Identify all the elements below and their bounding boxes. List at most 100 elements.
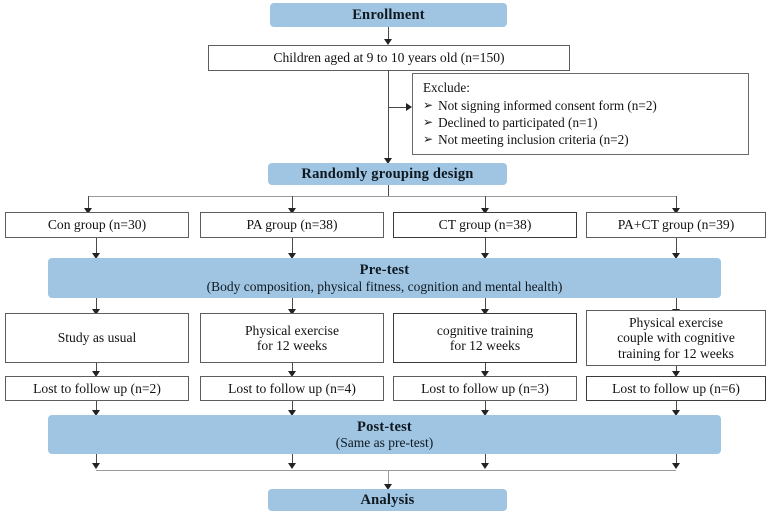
stage-pretest-bar: Pre-test (Body composition, physical fit… — [48, 258, 721, 298]
connector-posttest-to-analysis-bus-1 — [96, 454, 97, 467]
intervention-line: for 12 weeks — [256, 338, 328, 353]
allocation-label: CT group (n=38) — [438, 217, 532, 233]
arrow-group-3-to-pretest — [481, 253, 489, 259]
arrow-posttest-bus-3 — [481, 463, 489, 469]
allocation-label: Con group (n=30) — [47, 217, 147, 233]
connector-intervention-1-to-lost-1 — [96, 363, 97, 373]
posttest-title: Post-test — [357, 418, 412, 435]
connector-pretest-to-intervention-2 — [292, 298, 293, 311]
connector-lost-3-to-posttest — [485, 401, 486, 413]
arrow-bus-to-group-1 — [84, 208, 92, 214]
bullet-arrow-icon: ➢ — [423, 131, 434, 146]
connector-screened-to-exclude — [388, 107, 410, 108]
intervention-line: Study as usual — [57, 330, 137, 346]
box-lost-group-1: Lost to follow up (n=2) — [5, 376, 189, 401]
arrow-posttest-bus-2 — [288, 463, 296, 469]
connector-bus-to-analysis — [388, 470, 389, 487]
box-allocation-group-1: Con group (n=30) — [5, 212, 189, 238]
arrow-bus-to-analysis — [384, 484, 392, 490]
intervention-line: couple with cognitive — [617, 330, 735, 346]
arrow-pretest-to-intervention-1 — [92, 309, 100, 315]
arrow-group-2-to-pretest — [288, 253, 296, 259]
arrow-lost-4-to-posttest — [672, 410, 680, 416]
connector-group-3-to-pretest — [485, 238, 486, 255]
intervention-line: Physical exercise — [245, 322, 339, 338]
connector-intervention-4-to-lost-4 — [676, 366, 677, 374]
box-intervention-group-2: Physical exercise for 12 weeks — [200, 313, 384, 363]
allocation-label: PA+CT group (n=39) — [617, 217, 735, 233]
box-intervention-group-4: Physical exercise couple with cognitive … — [586, 310, 766, 366]
arrow-lost-1-to-posttest — [92, 410, 100, 416]
exclusions-header: Exclude: — [423, 80, 470, 95]
connector-intervention-2-to-lost-2 — [292, 363, 293, 373]
exclusion-item: ➢ Declined to participated (n=1) — [423, 115, 740, 132]
connector-group-1-to-pretest — [96, 238, 97, 255]
arrow-screened-to-exclude — [406, 103, 412, 111]
lost-label: Lost to follow up (n=4) — [228, 380, 356, 396]
arrow-bus-to-group-4 — [672, 208, 680, 214]
connector-pretest-to-intervention-4 — [676, 298, 677, 311]
distribution-bus-allocation — [88, 196, 676, 197]
lost-label: Lost to follow up (n=6) — [612, 380, 740, 396]
box-screened: Children aged at 9 to 10 years old (n=15… — [208, 45, 570, 71]
connector-bus-to-group-2 — [292, 196, 293, 210]
analysis-label: Analysis — [360, 491, 415, 508]
bullet-arrow-icon: ➢ — [423, 114, 434, 129]
arrow-bus-to-group-3 — [481, 208, 489, 214]
intervention-line: for 12 weeks — [449, 338, 521, 353]
stage-posttest-bar: Post-test (Same as pre-test) — [48, 415, 721, 454]
exclusion-item: ➢ Not meeting inclusion criteria (n=2) — [423, 132, 740, 149]
intervention-line: training for 12 weeks — [618, 345, 734, 361]
connector-group-2-to-pretest — [292, 238, 293, 255]
arrow-group-1-to-pretest — [92, 253, 100, 259]
box-intervention-group-1: Study as usual — [5, 313, 189, 363]
arrow-intervention-4-to-lost-4 — [672, 371, 680, 377]
stage-enrollment-bar: Enrollment — [270, 3, 507, 27]
arrow-pretest-to-intervention-3 — [481, 309, 489, 315]
connector-bus-to-group-1 — [88, 196, 89, 210]
arrow-intervention-3-to-lost-3 — [481, 371, 489, 377]
box-lost-group-4: Lost to follow up (n=6) — [586, 376, 766, 401]
pretest-title: Pre-test — [359, 262, 410, 279]
connector-lost-1-to-posttest — [96, 401, 97, 413]
connector-screened-to-randomization — [388, 71, 389, 161]
collector-bus-analysis — [96, 470, 676, 471]
arrow-enrollment-to-screened — [384, 39, 392, 45]
box-exclusions: Exclude: ➢ Not signing informed consent … — [412, 73, 749, 155]
exclusion-item: ➢ Not signing informed consent form (n=2… — [423, 98, 740, 115]
intervention-line: Physical exercise — [629, 314, 723, 330]
randomization-label: Randomly grouping design — [301, 165, 474, 182]
connector-bus-to-group-4 — [676, 196, 677, 210]
box-allocation-group-3: CT group (n=38) — [393, 212, 577, 238]
arrow-lost-3-to-posttest — [481, 410, 489, 416]
connector-group-4-to-pretest — [676, 238, 677, 255]
connector-posttest-to-analysis-bus-4 — [676, 454, 677, 467]
arrow-posttest-bus-1 — [92, 463, 100, 469]
connector-randomization-to-bus — [388, 185, 389, 196]
exclusion-item-label: Declined to participated (n=1) — [438, 114, 598, 130]
connector-lost-4-to-posttest — [676, 401, 677, 413]
arrow-bus-to-group-2 — [288, 208, 296, 214]
connector-posttest-to-analysis-bus-3 — [485, 454, 486, 467]
connector-enrollment-to-screened — [388, 27, 389, 41]
stage-randomization-bar: Randomly grouping design — [268, 163, 507, 185]
box-allocation-group-2: PA group (n=38) — [200, 212, 384, 238]
screened-label: Children aged at 9 to 10 years old (n=15… — [273, 50, 505, 66]
bullet-arrow-icon: ➢ — [423, 97, 434, 112]
lost-label: Lost to follow up (n=3) — [421, 380, 549, 396]
arrow-intervention-1-to-lost-1 — [92, 371, 100, 377]
arrow-screened-to-randomization — [384, 158, 392, 164]
posttest-subtitle: (Same as pre-test) — [335, 435, 434, 451]
stage-analysis-bar: Analysis — [268, 489, 507, 511]
connector-pretest-to-intervention-1 — [96, 298, 97, 311]
enrollment-label: Enrollment — [352, 6, 425, 23]
pretest-subtitle: (Body composition, physical fitness, cog… — [206, 278, 563, 294]
arrow-intervention-2-to-lost-2 — [288, 371, 296, 377]
intervention-line: cognitive training — [436, 322, 534, 338]
box-intervention-group-3: cognitive training for 12 weeks — [393, 313, 577, 363]
arrow-group-4-to-pretest — [672, 253, 680, 259]
arrow-pretest-to-intervention-2 — [288, 309, 296, 315]
exclusion-item-label: Not signing informed consent form (n=2) — [438, 97, 657, 113]
connector-bus-to-group-3 — [485, 196, 486, 210]
